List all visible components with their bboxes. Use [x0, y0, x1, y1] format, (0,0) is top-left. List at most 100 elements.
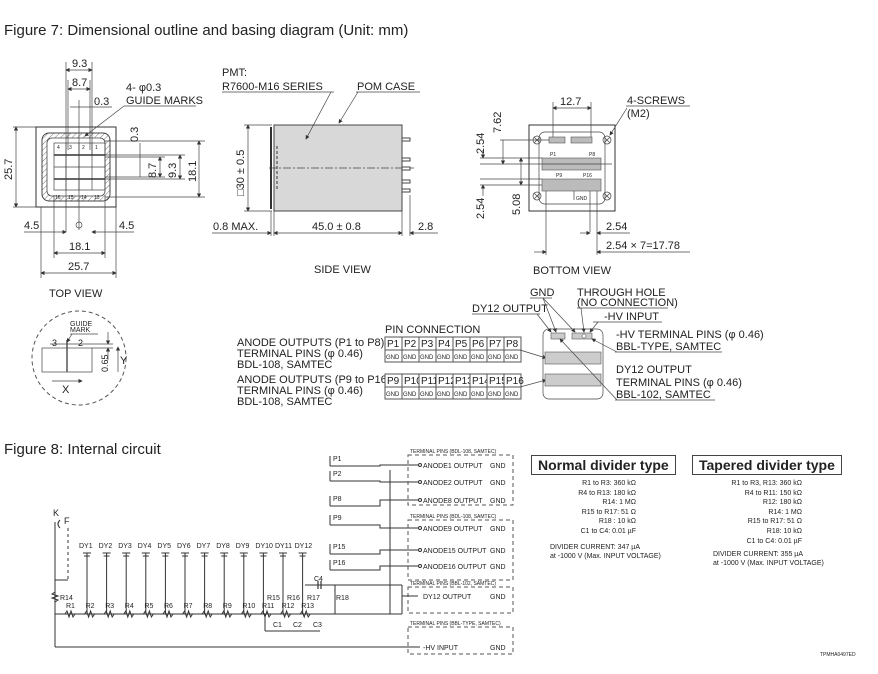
- bottom-dim-2-54-top: 2.54: [475, 133, 487, 154]
- detail-guide: GUIDE: [70, 321, 93, 328]
- gnd-label: GND: [488, 392, 502, 398]
- gnd-dy12: GND: [490, 594, 506, 601]
- dynode-symbol: [298, 552, 307, 614]
- resistor-symbol: [103, 609, 115, 619]
- gnd-label: GND: [437, 392, 451, 398]
- dim-0-3: 0.3: [94, 96, 109, 108]
- pin-label: P14: [472, 376, 490, 387]
- bottom-view: P1 P8 P9 P16 GND 12.7 4-SCREWS (M2) 7.62…: [475, 95, 690, 277]
- resistor-symbol: [64, 609, 76, 619]
- anode-gnd: GND: [490, 526, 506, 533]
- dynode-symbol: [220, 552, 229, 614]
- dy12-output-terminal: DY12 OUTPUT: [423, 594, 472, 601]
- pin-label: P15: [489, 376, 507, 387]
- detail-y: Y: [120, 355, 128, 367]
- pin-label: P2: [404, 339, 417, 350]
- bbl-type-samtec: BBL-TYPE, SAMTEC: [616, 341, 721, 353]
- center-mark: [75, 221, 83, 229]
- dynode-label: DY10: [255, 543, 273, 550]
- tapered-divider-title: Tapered divider type: [692, 455, 842, 475]
- dim-0-3-right: 0.3: [129, 127, 141, 142]
- resistor-label: R10: [242, 603, 255, 610]
- top-view-label: TOP VIEW: [49, 288, 103, 300]
- anode-wire: [330, 524, 418, 529]
- gnd-label: GND: [471, 392, 485, 398]
- gnd-label: GND: [488, 355, 502, 361]
- bbl-102-samtec: BBL-102, SAMTEC: [616, 389, 711, 401]
- no-connection-label: (NO CONNECTION): [577, 297, 678, 309]
- dim-4-5-right: 4.5: [119, 220, 134, 232]
- gnd-label: GND: [471, 355, 485, 361]
- tapered-spec-4: R15 to R17: 51 Ω: [747, 518, 802, 526]
- figure7-title: Figure 7: Dimensional outline and basing…: [4, 22, 409, 39]
- resistor-label: R13: [301, 603, 314, 610]
- r16-label: R16: [287, 595, 300, 602]
- normal-divider-current: DIVIDER CURRENT: 347 µA at -1000 V (Max.…: [550, 543, 661, 561]
- dynode-label: DY5: [157, 543, 171, 550]
- normal-spec-2: R14: 1 MΩ: [602, 499, 636, 507]
- bottom-p9: P9: [556, 173, 562, 179]
- top-pin-14: 14: [81, 195, 87, 201]
- bottom-dim-2-54-pitch: 2.54: [606, 221, 627, 233]
- gnd-cell: [503, 349, 522, 363]
- r14-label: R14: [60, 595, 73, 602]
- dy12-output-pins: DY12 OUTPUT: [616, 364, 692, 376]
- c2-label: C2: [293, 622, 302, 629]
- resistor-symbol: [221, 609, 233, 619]
- pin-label: P3: [421, 339, 434, 350]
- focus-label: F: [64, 516, 70, 526]
- anode-label: P1: [333, 456, 342, 463]
- bottom-p16: P16: [583, 173, 592, 179]
- anode-grid: [53, 142, 106, 191]
- hv-input-label: -HV INPUT: [604, 311, 659, 323]
- side-max-dim: 0.8 MAX.: [213, 221, 258, 233]
- resistor-symbol: [260, 609, 272, 619]
- resistor-label: R5: [144, 603, 153, 610]
- dim-4-5-left: 4.5: [24, 220, 39, 232]
- normal-spec-4: R18 : 10 kΩ: [598, 518, 636, 526]
- dynode-symbol: [141, 552, 150, 614]
- r17-label: R17: [307, 595, 320, 602]
- gnd-label: GND: [403, 355, 417, 361]
- dim-18-1-right: 18.1: [187, 161, 199, 182]
- normal-spec-1: R4 to R13: 180 kΩ: [578, 489, 636, 497]
- gnd-label: GND: [437, 355, 451, 361]
- dim-9-3: 9.3: [72, 58, 87, 70]
- resistor-label: R11: [262, 603, 274, 610]
- cathode-symbol: [57, 519, 61, 529]
- dynode-label: DY1: [79, 543, 93, 550]
- detail-mark: MARK: [70, 327, 91, 334]
- document-code: TPMHA0497ED: [820, 652, 856, 658]
- dim-25-7-vertical: 25.7: [3, 159, 15, 180]
- pin-label: P12: [438, 376, 456, 387]
- tapered-spec-5: R18: 10 kΩ: [766, 527, 802, 535]
- anode-label: P16: [333, 560, 346, 567]
- anode-wire: [330, 549, 418, 555]
- normal-spec-3: R15 to R17: 51 Ω: [581, 508, 636, 516]
- top-pin-15: 15: [68, 195, 74, 201]
- square-dimension: □30 ± 0.5: [235, 150, 247, 196]
- normal-voltage: at -1000 V (Max. INPUT VOLTAGE): [550, 553, 661, 560]
- pin-table-p9-p16: P9GNDP10GNDP11GNDP12GNDP13GNDP14GNDP15GN…: [384, 373, 524, 400]
- dynode-symbol: [102, 552, 111, 614]
- anode-label: P9: [333, 515, 342, 522]
- dynode-label: DY4: [138, 543, 152, 550]
- pin-label: P6: [472, 339, 485, 350]
- anode-wire: [330, 565, 418, 571]
- pin-label: P9: [387, 376, 400, 387]
- terminal-box-3: [407, 586, 514, 614]
- dy12-terminal-pins: TERMINAL PINS (φ 0.46): [616, 377, 742, 389]
- row1-desc-2: TERMINAL PINS (φ 0.46): [237, 348, 363, 360]
- dynode-symbol: [259, 552, 268, 614]
- dynode-symbol: [161, 552, 170, 614]
- dynode-label: DY6: [177, 543, 191, 550]
- term-bdl108-a: TERMINAL PINS (BDL-108, SAMTEC): [410, 449, 497, 455]
- resistor-symbol: [182, 609, 194, 619]
- tapered-spec-0: R1 to R3, R13: 360 kΩ: [731, 480, 802, 487]
- tapered-current: DIVIDER CURRENT: 355 µA: [713, 551, 803, 558]
- resistor-label: R9: [223, 603, 232, 610]
- anode-output: ANODE8 OUTPUT: [423, 498, 483, 505]
- top-pin-4: 4: [57, 145, 60, 151]
- resistor-symbol: [299, 609, 311, 619]
- resistor-label: R12: [282, 603, 295, 610]
